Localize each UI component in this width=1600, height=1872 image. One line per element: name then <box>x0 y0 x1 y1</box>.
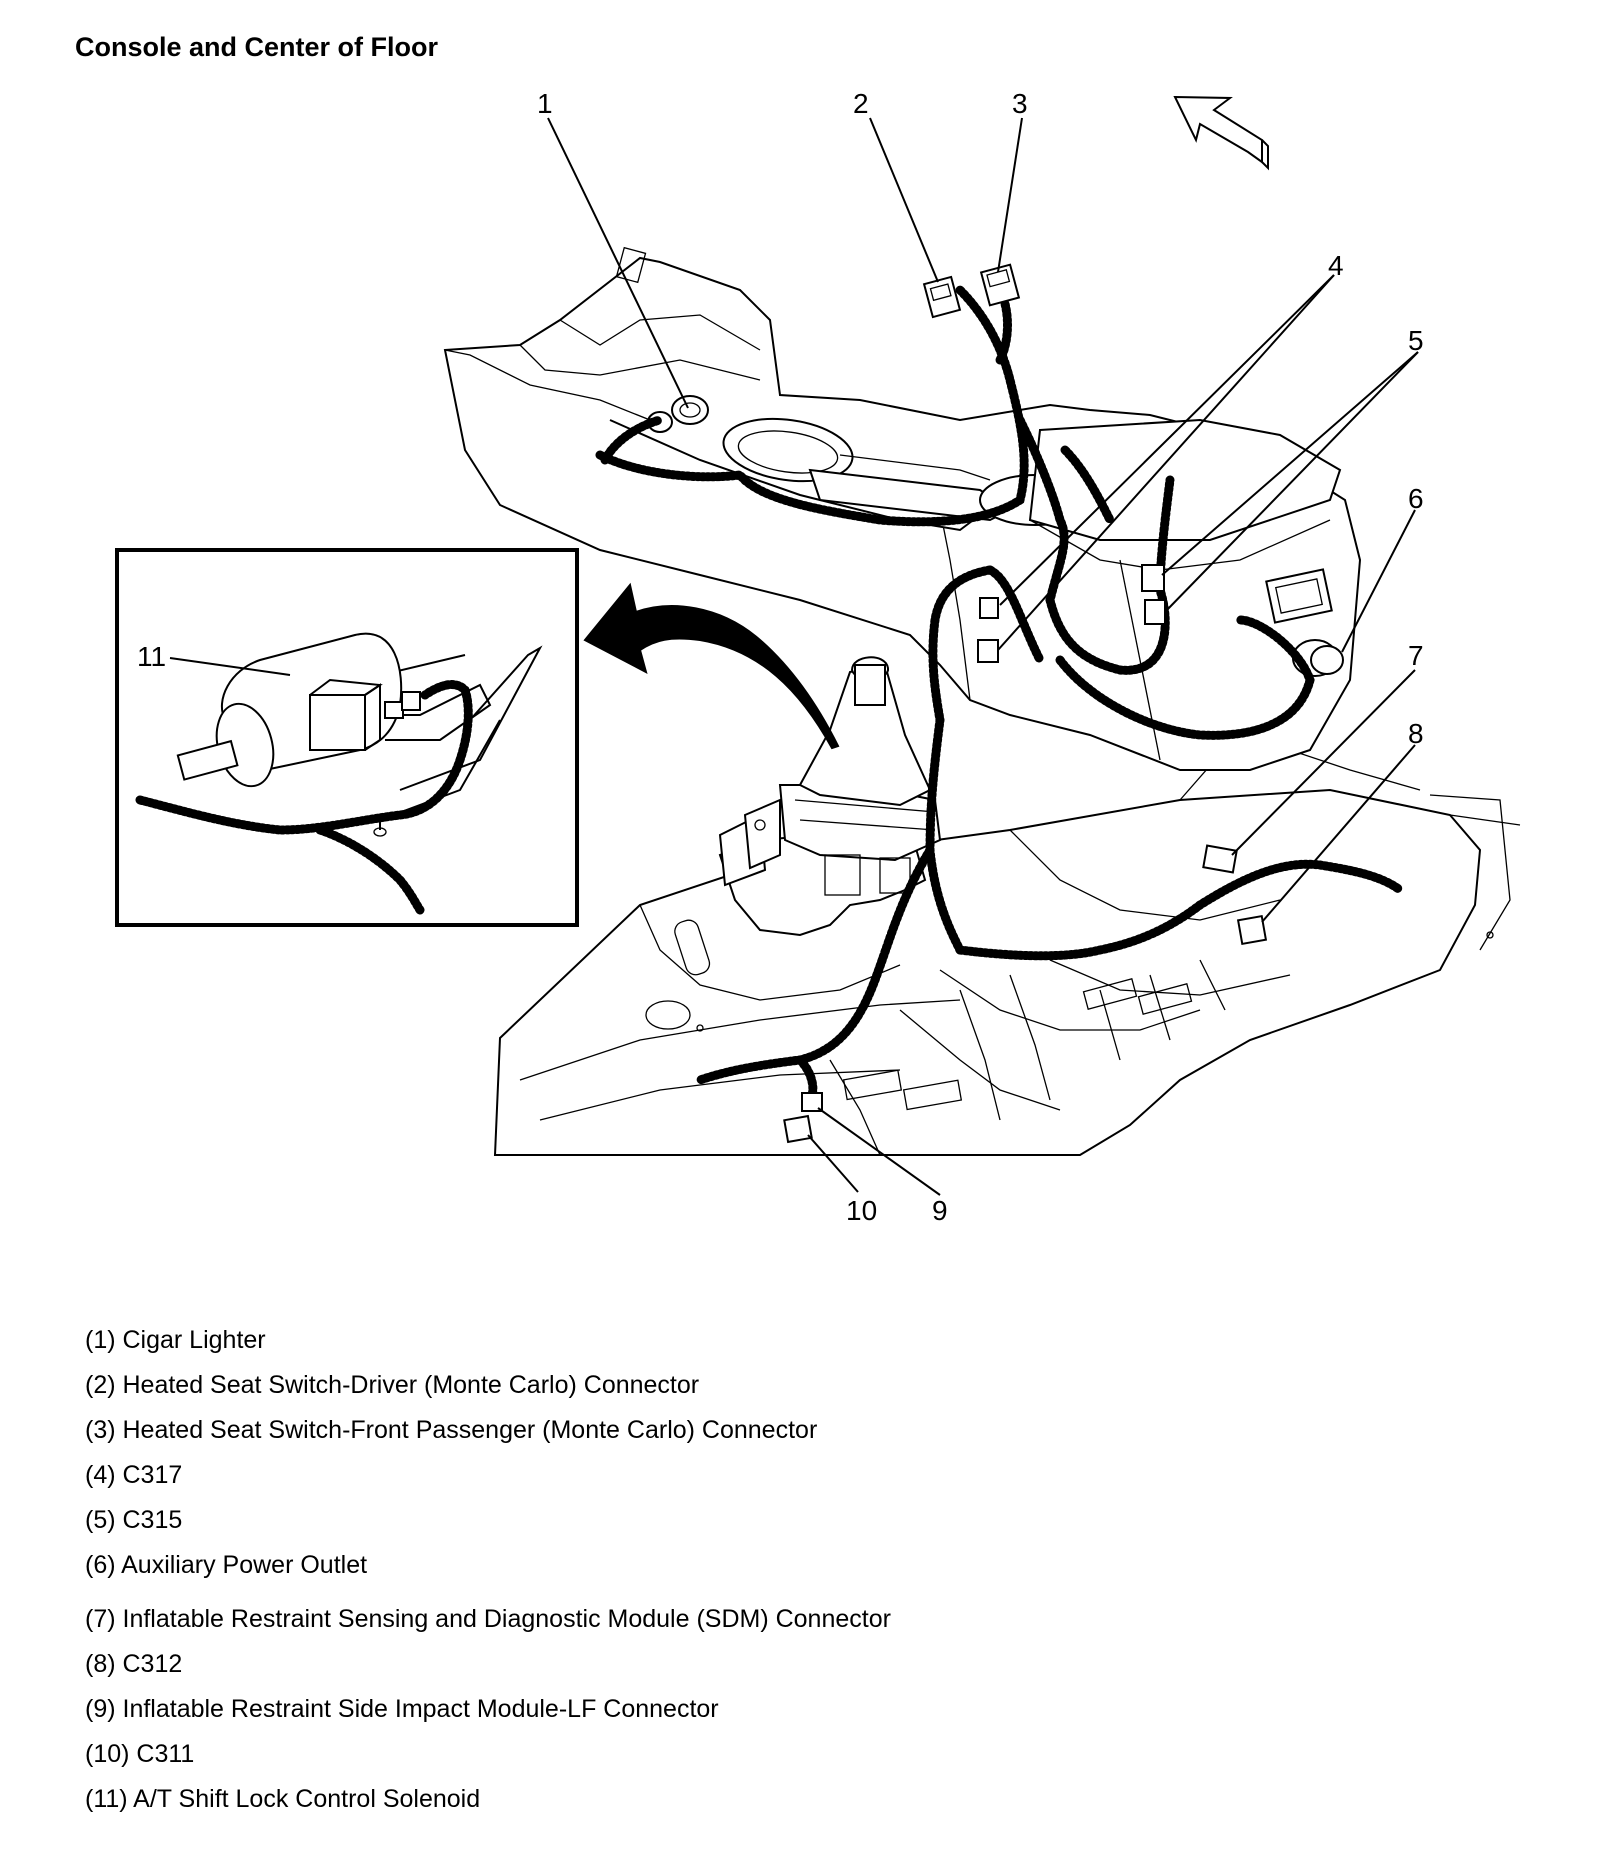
connector-side-impact-lf <box>801 1092 823 1112</box>
center-console <box>443 246 1362 771</box>
connector-3 <box>979 263 1021 307</box>
connector-c317 <box>977 597 999 663</box>
console-floor-diagram: 1 2 3 4 5 6 7 8 9 10 11 <box>115 88 1521 1226</box>
legend-item: (7) Inflatable Restraint Sensing and Dia… <box>85 1605 891 1633</box>
legend-item: (10) C311 <box>85 1740 195 1768</box>
cigar-lighter <box>647 395 709 433</box>
callout-10: 10 <box>846 1195 877 1226</box>
legend-item: (8) C312 <box>85 1650 183 1678</box>
callout-6: 6 <box>1408 483 1424 514</box>
inset-detail-box <box>115 548 579 927</box>
callout-8: 8 <box>1408 718 1424 749</box>
legend-item: (5) C315 <box>85 1506 183 1534</box>
legend-list: (1) Cigar Lighter (2) Heated Seat Switch… <box>85 1318 891 1822</box>
callout-labels: 1 2 3 4 5 6 7 8 9 10 11 <box>137 88 1424 1226</box>
legend-item: (3) Heated Seat Switch-Front Passenger (… <box>85 1416 818 1444</box>
connector-c312 <box>1236 914 1268 946</box>
callout-2: 2 <box>853 88 869 119</box>
legend-item: (2) Heated Seat Switch-Driver (Monte Car… <box>85 1371 700 1399</box>
shifter-assembly <box>718 656 942 937</box>
legend-item: (6) Auxiliary Power Outlet <box>85 1551 368 1579</box>
callout-7: 7 <box>1408 640 1424 671</box>
front-direction-arrow-icon <box>1173 95 1269 171</box>
callout-3: 3 <box>1012 88 1028 119</box>
callout-9: 9 <box>932 1195 948 1226</box>
auxiliary-power-outlet <box>1292 639 1344 677</box>
connector-c315 <box>1141 564 1166 625</box>
callout-11: 11 <box>137 641 166 672</box>
callout-5: 5 <box>1408 325 1424 356</box>
detail-pointer-arrow-icon <box>583 582 840 750</box>
connector-c311 <box>783 1114 813 1144</box>
connector-sdm <box>1202 844 1238 874</box>
legend-item: (11) A/T Shift Lock Control Solenoid <box>85 1785 481 1813</box>
callout-1: 1 <box>537 88 553 119</box>
connectors <box>783 263 1268 1144</box>
legend-item: (9) Inflatable Restraint Side Impact Mod… <box>85 1695 719 1723</box>
callout-4: 4 <box>1328 250 1344 281</box>
leader-lines <box>169 117 1419 1196</box>
legend-item: (1) Cigar Lighter <box>85 1326 266 1354</box>
connector-2 <box>922 275 962 319</box>
legend-item: (4) C317 <box>85 1461 183 1489</box>
page-title: Console and Center of Floor <box>75 32 439 62</box>
